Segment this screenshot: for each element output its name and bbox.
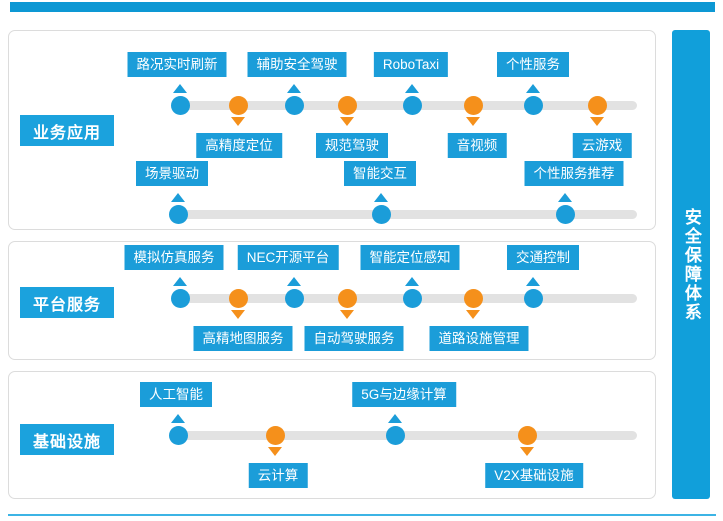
triangle-down-icon — [340, 310, 354, 319]
bottom-accent-line — [8, 514, 716, 516]
node-dot-blue — [168, 204, 188, 224]
item-chip[interactable]: 音视频 — [447, 133, 507, 158]
item-chip[interactable]: 路况实时刷新 — [127, 52, 227, 77]
item-chip[interactable]: 高精地图服务 — [193, 326, 293, 351]
item-chip[interactable]: 人工智能 — [140, 382, 212, 407]
triangle-up-icon — [526, 84, 540, 93]
node-dot-orange — [337, 95, 357, 115]
item-chip[interactable]: 道路设施管理 — [429, 326, 529, 351]
node-dot-blue — [402, 288, 422, 308]
item-chip[interactable]: 高精度定位 — [196, 133, 282, 158]
node-dot-orange — [337, 288, 357, 308]
node-dot-blue — [371, 204, 391, 224]
section-label-3: 基础设施 — [20, 424, 114, 455]
security-system-sidebar: 安全保障体系 — [672, 30, 710, 499]
item-chip[interactable]: RoboTaxi — [373, 52, 449, 77]
item-chip[interactable]: NEC开源平台 — [237, 245, 339, 270]
node-dot-blue — [523, 288, 543, 308]
node-dot-blue — [168, 425, 188, 445]
node-dot-orange — [228, 288, 248, 308]
item-chip[interactable]: 交通控制 — [507, 245, 579, 270]
triangle-down-icon — [340, 117, 354, 126]
timeline-track — [172, 431, 637, 440]
timeline-track — [172, 210, 637, 219]
node-dot-blue — [170, 288, 190, 308]
node-dot-blue — [284, 95, 304, 115]
triangle-up-icon — [173, 84, 187, 93]
node-dot-orange — [463, 288, 483, 308]
node-dot-blue — [555, 204, 575, 224]
item-chip[interactable]: 5G与边缘计算 — [352, 382, 456, 407]
section-label-1: 业务应用 — [20, 115, 114, 146]
item-chip[interactable]: 场景驱动 — [136, 161, 208, 186]
triangle-up-icon — [374, 193, 388, 202]
triangle-down-icon — [268, 447, 282, 456]
node-dot-blue — [402, 95, 422, 115]
item-chip[interactable]: 个性服务 — [497, 52, 569, 77]
section-label-2: 平台服务 — [20, 287, 114, 318]
item-chip[interactable]: 模拟仿真服务 — [124, 245, 224, 270]
triangle-up-icon — [287, 84, 301, 93]
node-dot-blue — [284, 288, 304, 308]
triangle-up-icon — [171, 193, 185, 202]
item-chip[interactable]: 个性服务推荐 — [524, 161, 624, 186]
triangle-up-icon — [405, 84, 419, 93]
item-chip[interactable]: 规范驾驶 — [316, 133, 388, 158]
item-chip[interactable]: 云计算 — [248, 463, 308, 488]
top-accent-bar — [10, 2, 715, 12]
node-dot-blue — [170, 95, 190, 115]
item-chip[interactable]: 智能交互 — [344, 161, 416, 186]
node-dot-orange — [587, 95, 607, 115]
triangle-up-icon — [558, 193, 572, 202]
triangle-down-icon — [590, 117, 604, 126]
triangle-down-icon — [466, 310, 480, 319]
node-dot-blue — [385, 425, 405, 445]
item-chip[interactable]: 智能定位感知 — [360, 245, 460, 270]
node-dot-orange — [228, 95, 248, 115]
item-chip[interactable]: 辅助安全驾驶 — [247, 52, 347, 77]
triangle-up-icon — [171, 414, 185, 423]
node-dot-orange — [463, 95, 483, 115]
node-dot-orange — [265, 425, 285, 445]
triangle-down-icon — [466, 117, 480, 126]
triangle-up-icon — [405, 277, 419, 286]
triangle-up-icon — [173, 277, 187, 286]
triangle-up-icon — [526, 277, 540, 286]
triangle-down-icon — [231, 117, 245, 126]
node-dot-blue — [523, 95, 543, 115]
triangle-up-icon — [287, 277, 301, 286]
triangle-up-icon — [388, 414, 402, 423]
sidebar-label: 安全保障体系 — [681, 207, 701, 322]
triangle-down-icon — [520, 447, 534, 456]
triangle-down-icon — [231, 310, 245, 319]
node-dot-orange — [517, 425, 537, 445]
item-chip[interactable]: 云游戏 — [572, 133, 632, 158]
item-chip[interactable]: V2X基础设施 — [485, 463, 583, 488]
item-chip[interactable]: 自动驾驶服务 — [304, 326, 404, 351]
